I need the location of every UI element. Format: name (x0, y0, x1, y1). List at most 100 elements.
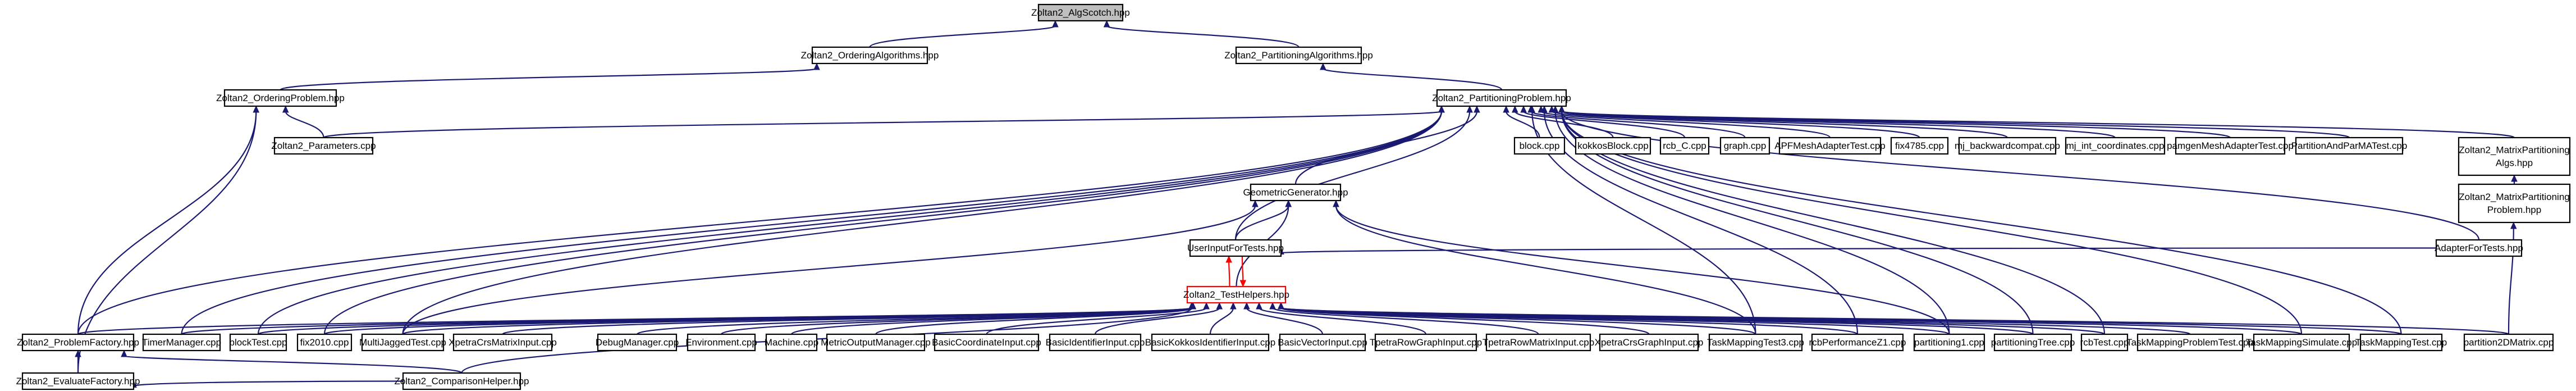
node-pandpma[interactable]: PartitionAndParMATest.cpp (2291, 137, 2408, 155)
edge-line (323, 110, 1443, 139)
node-apfmesh[interactable]: APFMeshAdapterTest.cpp (1774, 137, 1886, 155)
node-comphelper[interactable]: Zoltan2_ComparisonHelper.hpp (394, 372, 529, 390)
node-rcbc[interactable]: rcb_C.cpp (1659, 137, 1710, 155)
node-rcbtest[interactable]: rcbTest.cpp (2080, 333, 2129, 352)
node-tpmatrix[interactable]: TpetraRowMatrixInput.cpp (1483, 333, 1594, 352)
edge-line (181, 111, 1443, 335)
node-box (2435, 239, 2523, 257)
node-mjint[interactable]: mj_int_coordinates.cpp (2065, 137, 2166, 155)
node-basiccoord[interactable]: BasicCoordinateInput.cpp (932, 333, 1041, 352)
edge-line (1335, 205, 1950, 335)
arrowhead (1529, 105, 1536, 113)
node-tmtest[interactable]: TaskMappingTest.cpp (2355, 333, 2447, 352)
edge-line (1540, 110, 1831, 139)
arrowhead (1216, 302, 1223, 310)
node-debugmgr[interactable]: DebugManager.cpp (596, 333, 679, 352)
node-rcbperf[interactable]: rcbPerformanceZ1.cpp (1809, 333, 1906, 352)
arrowhead (1278, 302, 1284, 310)
node-partalgs[interactable]: Zoltan2_PartitioningAlgorithms.hpp (1224, 46, 1373, 65)
edge-line (869, 25, 1056, 48)
node-basicvec[interactable]: BasicVectorInput.cpp (1278, 333, 1367, 352)
node-evalfactory[interactable]: Zoltan2_EvaluateFactory.hpp (16, 372, 140, 390)
node-multijag[interactable]: MultiJaggedTest.cpp (359, 333, 446, 352)
arrowhead (1256, 302, 1262, 310)
edge-adapterfor-to-partprob (1558, 105, 2480, 240)
node-part1[interactable]: partitioning1.cpp (1913, 333, 1985, 352)
node-blockc[interactable]: block.cpp (1513, 137, 1566, 155)
edge-userinput-to-partprob (1234, 105, 1473, 240)
node-rootnode: Zoltan2_AlgScotch.hpp (1031, 3, 1130, 22)
arrowhead (1552, 105, 1559, 113)
node-label: GeometricGenerator.hpp (1243, 187, 1348, 198)
edge-line (1551, 110, 1920, 139)
edge-tpmatrix-to-testhelpers (1269, 302, 1539, 335)
edge-params-to-partprob (323, 105, 1445, 139)
node-metricmgr[interactable]: MetricOutputManager.cpp (821, 333, 931, 352)
node-box (1778, 137, 1882, 155)
node-fix4785[interactable]: fix4785.cpp (1890, 137, 1949, 155)
node-box (1575, 137, 1651, 155)
node-box (142, 333, 221, 352)
node-tpgraph[interactable]: TpetraRowGraphInput.cpp (1370, 333, 1482, 352)
node-box (2359, 333, 2443, 352)
node-fix2010[interactable]: fix2010.cpp (296, 333, 353, 352)
node-machine[interactable]: Machine.cpp (765, 333, 818, 352)
node-testhelpers[interactable]: Zoltan2_TestHelpers.hpp (1183, 285, 1289, 304)
node-box (1708, 333, 1803, 352)
node-ordalgs[interactable]: Zoltan2_OrderingAlgorithms.hpp (801, 46, 939, 65)
node-graph[interactable]: graph.cpp (1719, 137, 1770, 155)
node-box (1436, 89, 1567, 107)
node-box (2295, 137, 2404, 155)
node-basickokkos[interactable]: BasicKokkosIdentifierInput.cpp (1145, 333, 1275, 352)
node-label: Zoltan2_EvaluateFactory.hpp (16, 376, 140, 387)
node-xpcrs[interactable]: XpetraCrsMatrixInput.cpp (449, 333, 557, 352)
node-box (21, 372, 135, 390)
node-parttree[interactable]: partitioningTree.cpp (1991, 333, 2075, 352)
node-label: TaskMappingSimulate.cpp (2246, 337, 2357, 348)
node-p2d[interactable]: partition2DMatrix.cpp (2464, 333, 2554, 352)
node-box (1151, 333, 1270, 352)
arrowhead (1438, 105, 1445, 113)
node-xpgraph[interactable]: XpetraCrsGraphInput.cpp (1595, 333, 1704, 352)
edge-line (1094, 307, 1220, 335)
arrowhead (1203, 302, 1210, 310)
node-blocktest[interactable]: blockTest.cpp (229, 333, 287, 352)
node-label: MultiJaggedTest.cpp (359, 337, 446, 348)
node-timermgr[interactable]: TimerManager.cpp (142, 333, 221, 352)
node-mjback[interactable]: mj_backwardcompat.cpp (1955, 137, 2060, 155)
node-basicid[interactable]: BasicIdentifierInput.cpp (1046, 333, 1145, 352)
arrowhead (1466, 105, 1473, 113)
node-partprob[interactable]: Zoltan2_PartitioningProblem.hpp (1432, 89, 1571, 107)
edge-blockc-to-partprob (1503, 105, 1540, 138)
node-pamgen[interactable]: pamgenMeshAdapterTest.cpp (2167, 137, 2294, 155)
node-params[interactable]: Zoltan2_Parameters.cpp (271, 137, 376, 155)
node-label: TpetraRowGraphInput.cpp (1370, 337, 1482, 348)
node-box (273, 137, 374, 155)
edge-line (1271, 307, 1539, 335)
node-box (1279, 333, 1366, 352)
node-box (1958, 137, 2057, 155)
node-probfactory[interactable]: Zoltan2_ProblemFactory.hpp (17, 333, 139, 352)
arrowhead (1103, 20, 1110, 28)
node-label: AdapterForTests.hpp (2435, 243, 2523, 253)
node-geogen[interactable]: GeometricGenerator.hpp (1243, 183, 1348, 202)
node-box (229, 333, 287, 352)
node-kokkosblock[interactable]: kokkosBlock.cpp (1575, 137, 1651, 155)
node-ordprob[interactable]: Zoltan2_OrderingProblem.hpp (216, 89, 345, 107)
edge-partprob-to-partalgs (1320, 62, 1503, 91)
edge-evalfactory-to-probfactory (75, 349, 81, 373)
node-label: TpetraRowMatrixInput.cpp (1483, 337, 1594, 348)
node-box (2458, 183, 2571, 224)
node-label: UserInputForTests.hpp (1187, 243, 1284, 253)
node-box (2253, 333, 2350, 352)
node-tmsim[interactable]: TaskMappingSimulate.cpp (2246, 333, 2357, 352)
node-box (452, 333, 553, 352)
node-env[interactable]: Environment.cpp (685, 333, 757, 352)
arrowhead (1225, 255, 1232, 263)
node-adapterfor[interactable]: AdapterForTests.hpp (2435, 239, 2523, 257)
node-userinput[interactable]: UserInputForTests.hpp (1187, 239, 1284, 257)
node-tmprob[interactable]: TaskMappingProblemTest.cpp (2126, 333, 2254, 352)
node-tm3[interactable]: TaskMappingTest3.cpp (1707, 333, 1804, 352)
